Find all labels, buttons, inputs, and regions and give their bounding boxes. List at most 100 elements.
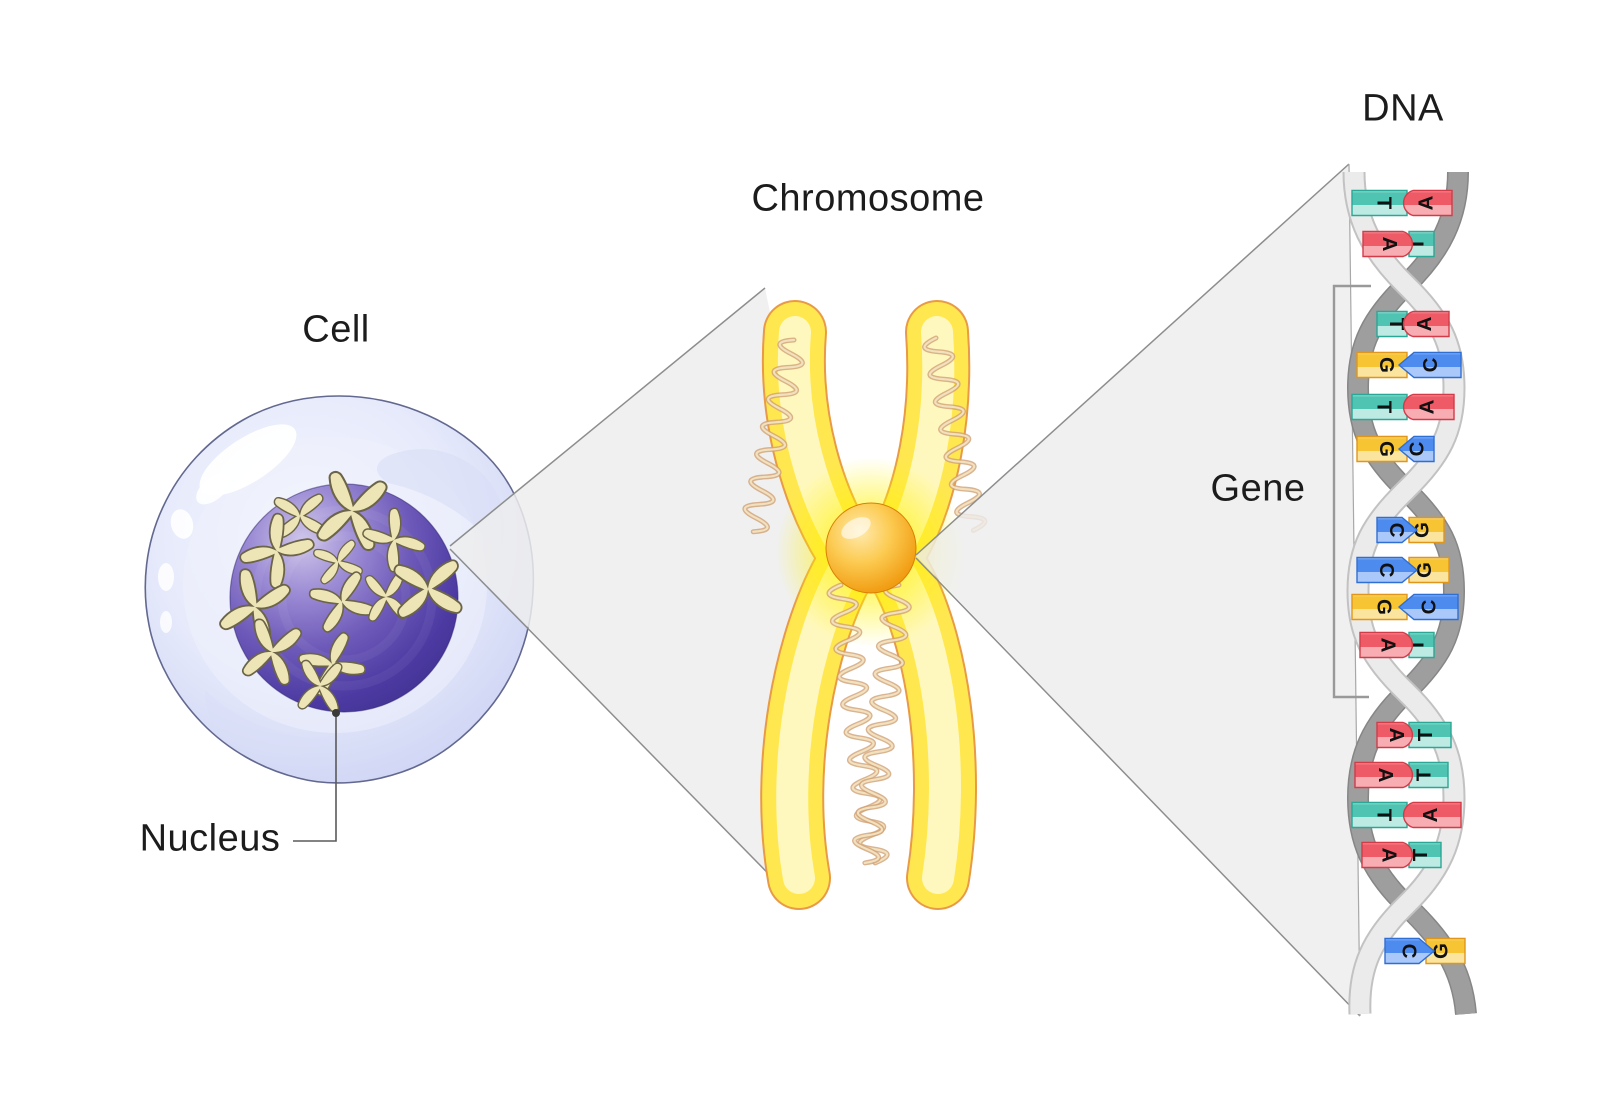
base-letter: T [1373, 401, 1396, 414]
membrane-highlight [196, 473, 230, 505]
base-tag-right [1408, 516, 1445, 544]
membrane-highlight [158, 563, 174, 591]
base-letter: A [1385, 728, 1408, 743]
base-tag-left [1376, 516, 1419, 544]
gene-label: Gene [1210, 467, 1306, 510]
base-letter: C [1418, 599, 1441, 614]
base-tag-left [1384, 937, 1436, 965]
base-pair: TA [1362, 230, 1435, 258]
cytoplasm-texture [205, 690, 330, 758]
dna-label: DNA [1362, 87, 1444, 130]
base-tag-right [1397, 435, 1435, 463]
base-letter: C [1375, 563, 1398, 578]
base-tag-right [1408, 841, 1442, 869]
base-tag-left [1351, 801, 1408, 829]
base-letter: A [1413, 316, 1436, 331]
base-letter: A [1374, 768, 1397, 783]
base-pair: TA [1359, 631, 1435, 659]
base-tag-left [1351, 189, 1408, 217]
base-tag-left [1351, 393, 1408, 421]
base-letter: A [1377, 638, 1400, 653]
base-letter: A [1378, 237, 1401, 252]
base-tag-left [1361, 841, 1414, 869]
base-pair: GC [1356, 556, 1450, 584]
nucleus-label: Nucleus [139, 817, 281, 860]
base-letter: T [1373, 197, 1396, 210]
base-tag-right [1408, 721, 1452, 749]
base-tag-right [1408, 556, 1450, 584]
base-tag-left [1362, 230, 1414, 258]
base-letter: T [1414, 728, 1437, 741]
base-pair: TA [1376, 721, 1452, 749]
base-tag-left [1356, 351, 1408, 379]
base-tag-left [1354, 761, 1414, 789]
base-letter: C [1406, 441, 1429, 456]
base-letter: G [1411, 522, 1434, 538]
base-tag-right [1397, 351, 1462, 379]
base-pair: TA [1354, 761, 1449, 789]
base-tag-left [1356, 435, 1408, 463]
base-pair: GC [1376, 516, 1445, 544]
base-tag-left [1376, 310, 1408, 338]
base-letter: A [1378, 848, 1401, 863]
base-letter: G [1413, 562, 1436, 578]
base-tag-right [1402, 801, 1462, 829]
base-letter: G [1430, 943, 1453, 959]
base-letter: G [1375, 441, 1398, 457]
zoom-cone-edge [449, 548, 803, 909]
base-tag-right [1408, 230, 1435, 258]
base-letter: T [1409, 848, 1432, 861]
nucleus-leader-dot [332, 709, 340, 717]
base-pair: GC [1384, 937, 1466, 965]
zoom-cone-edge [915, 557, 1361, 1017]
centromere-highlight [841, 517, 871, 539]
base-tag-right [1408, 631, 1435, 659]
base-letter: C [1419, 357, 1442, 372]
zoom-cone-edge [915, 163, 1350, 556]
zoom-cone-cell-to-chromosome [450, 288, 820, 908]
chromosome-illustration [741, 332, 987, 878]
base-letter: T [1385, 318, 1408, 331]
base-letter: T [1413, 768, 1436, 781]
base-tag-right [1402, 310, 1450, 338]
base-tag-right [1402, 393, 1455, 421]
base-tag-right [1408, 761, 1449, 789]
base-tag-left [1351, 593, 1408, 621]
cytoplasm-texture [376, 449, 505, 552]
base-letter: A [1415, 195, 1438, 210]
chromosome-label: Chromosome [751, 177, 985, 220]
base-tag-left [1376, 721, 1414, 749]
base-letter: A [1419, 807, 1442, 822]
zoom-cone-edge [449, 287, 766, 547]
base-pair: TA [1361, 841, 1442, 869]
nucleus-leader-line [293, 716, 337, 842]
membrane-highlight [160, 611, 172, 633]
base-tag-right [1397, 593, 1459, 621]
gene-bracket [1332, 284, 1371, 699]
base-letter: G [1373, 599, 1396, 615]
base-tag-left [1359, 631, 1414, 659]
zoom-cone-chromosome-to-dna [916, 164, 1360, 1016]
base-tag-left [1356, 556, 1419, 584]
base-letter: C [1385, 523, 1408, 538]
base-letter: C [1398, 944, 1421, 959]
centromere [825, 502, 917, 594]
base-letter: G [1375, 357, 1398, 373]
cell-label: Cell [302, 308, 370, 351]
base-letter: T [1373, 809, 1396, 822]
membrane-highlight [170, 509, 194, 539]
base-tag-right [1402, 189, 1453, 217]
base-letter: A [1416, 399, 1439, 414]
cell-illustration [144, 395, 535, 784]
